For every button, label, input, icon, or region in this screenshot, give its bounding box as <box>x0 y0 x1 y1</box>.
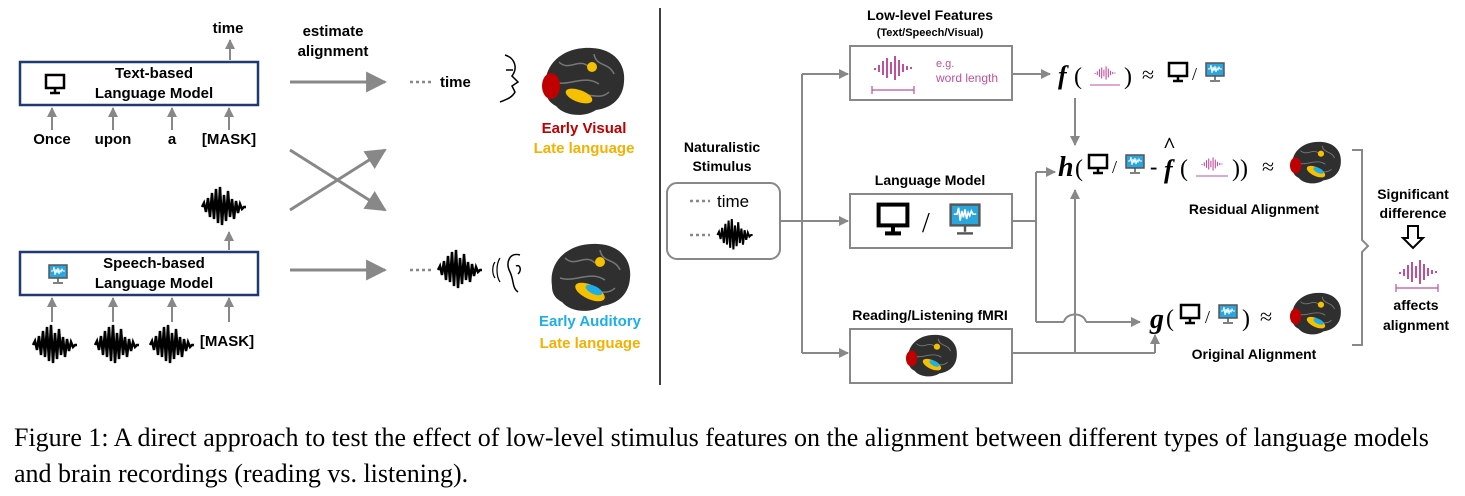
late-language-label-2: Late language <box>540 335 641 352</box>
brain-original-icon <box>1289 292 1342 335</box>
ear-icon <box>507 253 521 293</box>
waveform-icon <box>148 323 196 365</box>
early-visual-label: Early Visual <box>542 120 627 137</box>
svg-text:): ) <box>1124 64 1132 90</box>
svg-text:)): )) <box>1232 156 1248 182</box>
waveform-icon <box>436 248 484 290</box>
brain-auditory-icon <box>550 243 631 312</box>
waveform-icon <box>31 323 79 365</box>
figure-diagram: Text-based Language Model time Once upon… <box>18 7 1449 385</box>
naturalistic-label-2: Stimulus <box>692 158 751 174</box>
affects-label-1: affects <box>1393 297 1438 313</box>
low-level-subtitle: (Text/Speech/Visual) <box>877 27 984 39</box>
svg-text:(: ( <box>1180 156 1188 182</box>
spectrogram-icon <box>1201 156 1223 172</box>
token-a: a <box>168 131 177 148</box>
fmri-label: Reading/Listening fMRI <box>852 307 1008 323</box>
monitor-icon <box>1087 153 1109 175</box>
svg-text:(: ( <box>1075 156 1083 182</box>
early-auditory-label: Early Auditory <box>539 313 642 330</box>
estimate-label: estimate <box>303 23 364 40</box>
comparison-bracket <box>1352 149 1370 346</box>
brain-residual-icon <box>1289 141 1342 184</box>
time-top-label: time <box>213 20 244 37</box>
svg-text:(: ( <box>1074 64 1082 90</box>
svg-text:/: / <box>922 208 930 239</box>
alignment-label: alignment <box>298 43 369 60</box>
token-once: Once <box>33 131 71 148</box>
svg-text:(: ( <box>1166 306 1174 332</box>
time-mid-label: time <box>440 74 471 91</box>
waveform-icon <box>200 185 248 227</box>
f-hat-function: f <box>1164 155 1175 184</box>
monitor-icon <box>1167 61 1189 83</box>
original-alignment-label: Original Alignment <box>1192 346 1317 362</box>
brain-visual-icon <box>542 47 625 116</box>
svg-text:): ) <box>1242 306 1250 332</box>
naturalistic-label-1: Naturalistic <box>684 139 760 155</box>
monitor-blue-icon <box>1125 154 1145 174</box>
h-function: h <box>1058 152 1074 183</box>
svg-text:≈: ≈ <box>1262 154 1274 179</box>
spectrogram-icon <box>1399 259 1437 285</box>
language-model-box <box>849 193 1013 249</box>
down-arrow-icon <box>1400 225 1426 250</box>
svg-text:^: ^ <box>1163 132 1176 157</box>
g-function: g <box>1149 304 1164 335</box>
figure-caption: Figure 1: A direct approach to test the … <box>14 423 1429 488</box>
monitor-blue-icon <box>1205 62 1225 82</box>
svg-text:/: / <box>1205 307 1210 327</box>
svg-text:/: / <box>1112 157 1117 177</box>
low-level-title: Low-level Features <box>867 7 993 23</box>
svg-text:/: / <box>1192 64 1197 84</box>
token-mask: [MASK] <box>202 131 256 148</box>
significant-label-1: Significant <box>1377 186 1449 202</box>
significant-label-2: difference <box>1380 205 1447 221</box>
brain-fmri-icon <box>905 334 958 377</box>
monitor-blue-icon <box>1218 304 1238 324</box>
svg-text:≈: ≈ <box>1142 62 1154 87</box>
text-lm-label-2: Language Model <box>95 85 213 102</box>
text-lm-label-1: Text-based <box>115 65 193 82</box>
language-model-label: Language Model <box>875 172 985 188</box>
spectrogram-icon <box>1094 65 1116 81</box>
affects-label-2: alignment <box>1383 317 1449 333</box>
f-function: f <box>1058 61 1069 90</box>
residual-alignment-label: Residual Alignment <box>1189 201 1320 217</box>
face-icon <box>499 54 520 103</box>
monitor-icon <box>1179 303 1201 325</box>
svg-text:≈: ≈ <box>1260 304 1272 329</box>
eg-label: e.g. <box>936 58 954 70</box>
speech-lm-label-2: Language Model <box>95 275 213 292</box>
waveform-icon <box>93 323 141 365</box>
speech-mask-token: [MASK] <box>200 333 254 350</box>
word-length-label: word length <box>935 71 998 85</box>
stimulus-time: time <box>717 192 749 211</box>
token-upon: upon <box>95 131 132 148</box>
speech-lm-label-1: Speech-based <box>103 255 205 272</box>
late-language-label-1: Late language <box>534 140 635 157</box>
svg-text:-: - <box>1150 154 1157 179</box>
